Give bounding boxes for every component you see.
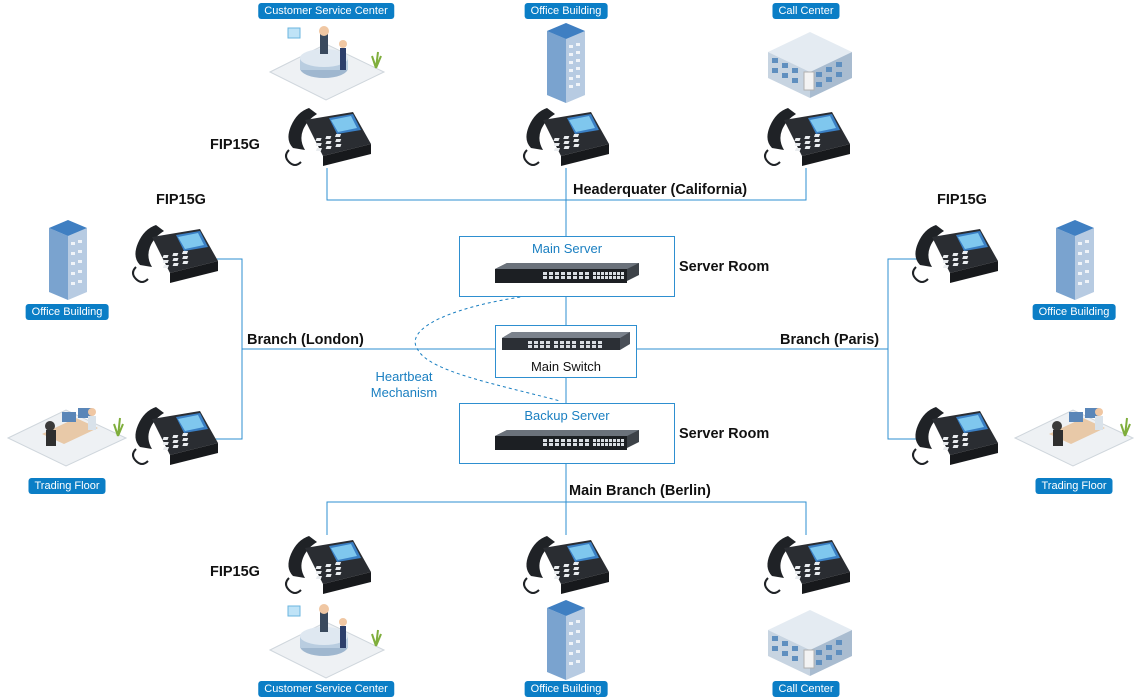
main-switch-box: Main Switch — [495, 325, 637, 378]
main-server-box: Main Server — [459, 236, 675, 297]
desk-phone-icon — [523, 536, 609, 594]
switch-icon — [502, 332, 630, 350]
office-building-icon — [547, 600, 585, 680]
tag-call-center-top: Call Center — [772, 3, 840, 19]
desk-phone-icon — [523, 108, 609, 166]
desk-phone-icon — [764, 108, 850, 166]
group-label-paris: Branch (Paris) — [780, 332, 880, 348]
desk-phone-icon — [132, 225, 218, 283]
tag-office-building-top: Office Building — [524, 3, 608, 19]
tag-office-building-bottom: Office Building — [524, 681, 608, 697]
tag-customer-service-center-top: Customer Service Center — [258, 3, 394, 19]
trading-desk-icon — [6, 408, 128, 467]
group-label-hq: Headerquater (California) — [573, 182, 748, 198]
service-desk-icon — [268, 26, 386, 101]
backup-server-label: Backup Server — [524, 408, 610, 423]
desk-phone-icon — [764, 536, 850, 594]
call-center-building-icon — [768, 610, 852, 676]
desk-phone-icon — [912, 407, 998, 465]
server-room-label-2: Server Room — [679, 426, 770, 442]
group-label-berlin: Main Branch (Berlin) — [569, 483, 711, 499]
server-icon — [495, 430, 639, 450]
desk-phone-icon — [912, 225, 998, 283]
office-building-icon — [1056, 220, 1094, 300]
paris-bracket — [887, 258, 918, 440]
desk-phone-icon — [285, 536, 371, 594]
server-room-label-1: Server Room — [679, 259, 770, 275]
london-bracket — [212, 258, 243, 440]
trading-desk-icon — [1013, 408, 1135, 467]
tag-trading-floor-left: Trading Floor — [28, 478, 106, 494]
tag-office-building-left: Office Building — [25, 304, 109, 320]
tag-call-center-bottom: Call Center — [772, 681, 840, 697]
tag-office-building-right: Office Building — [1032, 304, 1116, 320]
main-server-label: Main Server — [531, 241, 603, 256]
office-building-icon — [49, 220, 87, 300]
group-label-london: Branch (London) — [247, 332, 364, 348]
phone-label-right: FIP15G — [937, 192, 987, 208]
tag-trading-floor-right: Trading Floor — [1035, 478, 1113, 494]
phone-label-left: FIP15G — [156, 192, 206, 208]
phone-label-top: FIP15G — [210, 137, 260, 153]
service-desk-icon — [268, 604, 386, 679]
server-icon — [495, 263, 639, 283]
tag-customer-service-center-bottom: Customer Service Center — [258, 681, 394, 697]
call-center-building-icon — [768, 32, 852, 98]
heartbeat-arc — [414, 291, 563, 402]
berlin-bus-line — [326, 501, 807, 535]
office-building-icon — [547, 23, 585, 103]
desk-phone-icon — [285, 108, 371, 166]
backup-server-box: Backup Server — [459, 403, 675, 464]
main-switch-label: Main Switch — [530, 359, 602, 374]
heartbeat-label: Heartbeat Mechanism — [370, 369, 438, 400]
phone-label-bottom: FIP15G — [210, 564, 260, 580]
desk-phone-icon — [132, 407, 218, 465]
